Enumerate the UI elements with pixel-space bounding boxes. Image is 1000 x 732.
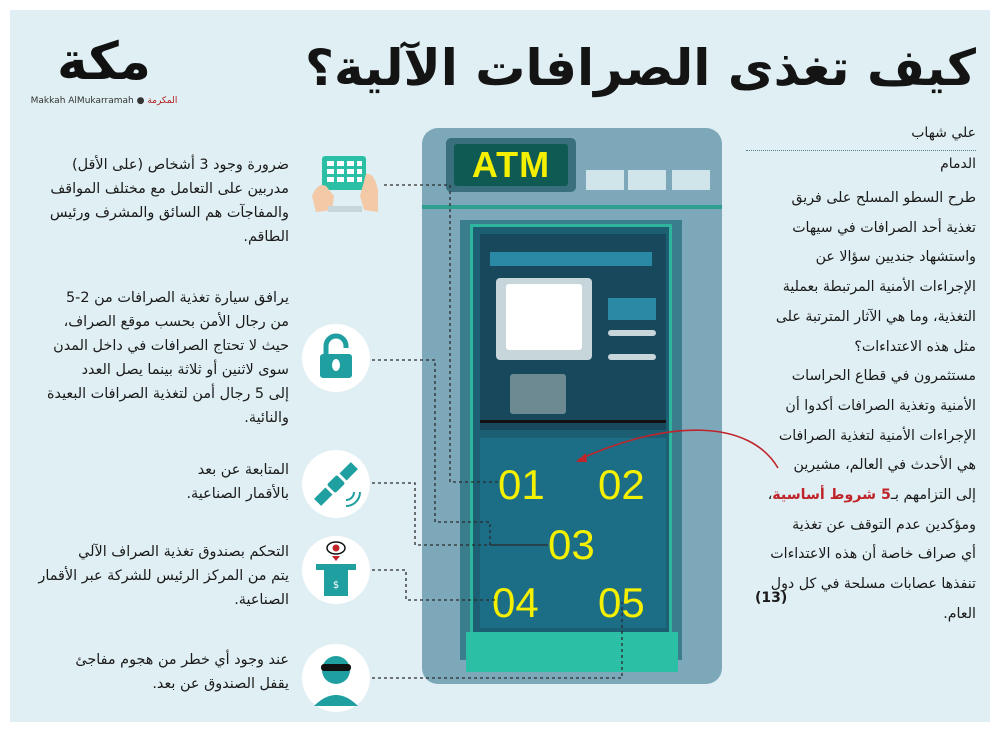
atm-lower-panel <box>480 438 666 628</box>
byline-divider <box>746 150 976 151</box>
issue-number: (13) <box>755 590 788 606</box>
connector-line-04 <box>372 569 496 601</box>
cash-dispenser-icon: $ <box>302 536 370 604</box>
dateline-city: الدمام <box>940 156 976 172</box>
step-text-3: المتابعة عن بعد بالأقمار الصناعية. <box>186 462 289 502</box>
logo-subtitle-en: Makkah AlMukarramah <box>30 96 134 106</box>
author-name: علي شهاب <box>911 125 976 141</box>
article-body: طرح السطو المسلح على فريق تغذية أحد الصر… <box>744 184 976 622</box>
article-highlight: 5 شروط أساسية <box>772 487 891 504</box>
step-text-2: يرافق سيارة تغذية الصرافات من 2-5 من رجا… <box>47 290 289 426</box>
connector-line-02 <box>372 359 548 546</box>
infographic-page: مكة Makkah AlMukarramah ● المكرمة كيف تغ… <box>10 10 990 722</box>
atm-card-slot <box>480 420 666 423</box>
page-title: كيف تغذى الصرافات الآلية؟ <box>304 39 976 97</box>
logo-mark: مكة <box>57 32 151 92</box>
step-number-04: 04 <box>492 579 539 626</box>
atm-cash-tray <box>466 632 678 672</box>
step-text-5: عند وجود أي خطر من هجوم مفاجئ يقفل الصند… <box>75 652 289 692</box>
atm-keypad <box>510 374 566 414</box>
unlocked-padlock-icon <box>302 324 370 392</box>
logo-subtitle-ar: المكرمة <box>147 96 178 106</box>
atm-side-button <box>608 330 656 336</box>
step-number-02: 02 <box>598 461 645 508</box>
hands-keyboard-icon <box>308 150 384 220</box>
atm-side-button <box>608 354 656 360</box>
step-text-4: التحكم بصندوق تغذية الصراف الآلي يتم من … <box>38 544 289 608</box>
publication-logo: مكة Makkah AlMukarramah ● المكرمة <box>24 32 184 116</box>
connector-line-05 <box>372 602 623 679</box>
satellite-icon <box>302 450 370 518</box>
atm-divider-line <box>422 205 722 209</box>
atm-label: ATM <box>454 144 568 186</box>
atm-side-panel <box>608 298 656 320</box>
atm-top-slot <box>672 170 710 190</box>
article-body-part1: طرح السطو المسلح على فريق تغذية أحد الصر… <box>775 190 976 504</box>
atm-top-slot <box>628 170 666 190</box>
logo-subtitle: Makkah AlMukarramah ● المكرمة <box>30 96 178 106</box>
masked-robber-icon <box>302 644 370 712</box>
svg-text:$: $ <box>333 580 339 591</box>
connector-line-03 <box>372 482 550 546</box>
connector-lines <box>372 184 779 679</box>
step-number-03: 03 <box>548 521 595 568</box>
highlight-arrow <box>577 429 779 469</box>
connector-line-01 <box>384 184 500 483</box>
step-number-01: 01 <box>498 461 545 508</box>
atm-top-slot <box>586 170 624 190</box>
atm-screen-topbar <box>490 252 652 266</box>
arrow-head-icon <box>576 453 587 462</box>
article-body-part2: ، ومؤكدين عدم التوقف عن تغذية أي صراف خا… <box>767 487 976 622</box>
step-text-1: ضرورة وجود 3 أشخاص (على الأقل) مدربين عل… <box>49 157 289 245</box>
atm-display <box>506 284 582 350</box>
